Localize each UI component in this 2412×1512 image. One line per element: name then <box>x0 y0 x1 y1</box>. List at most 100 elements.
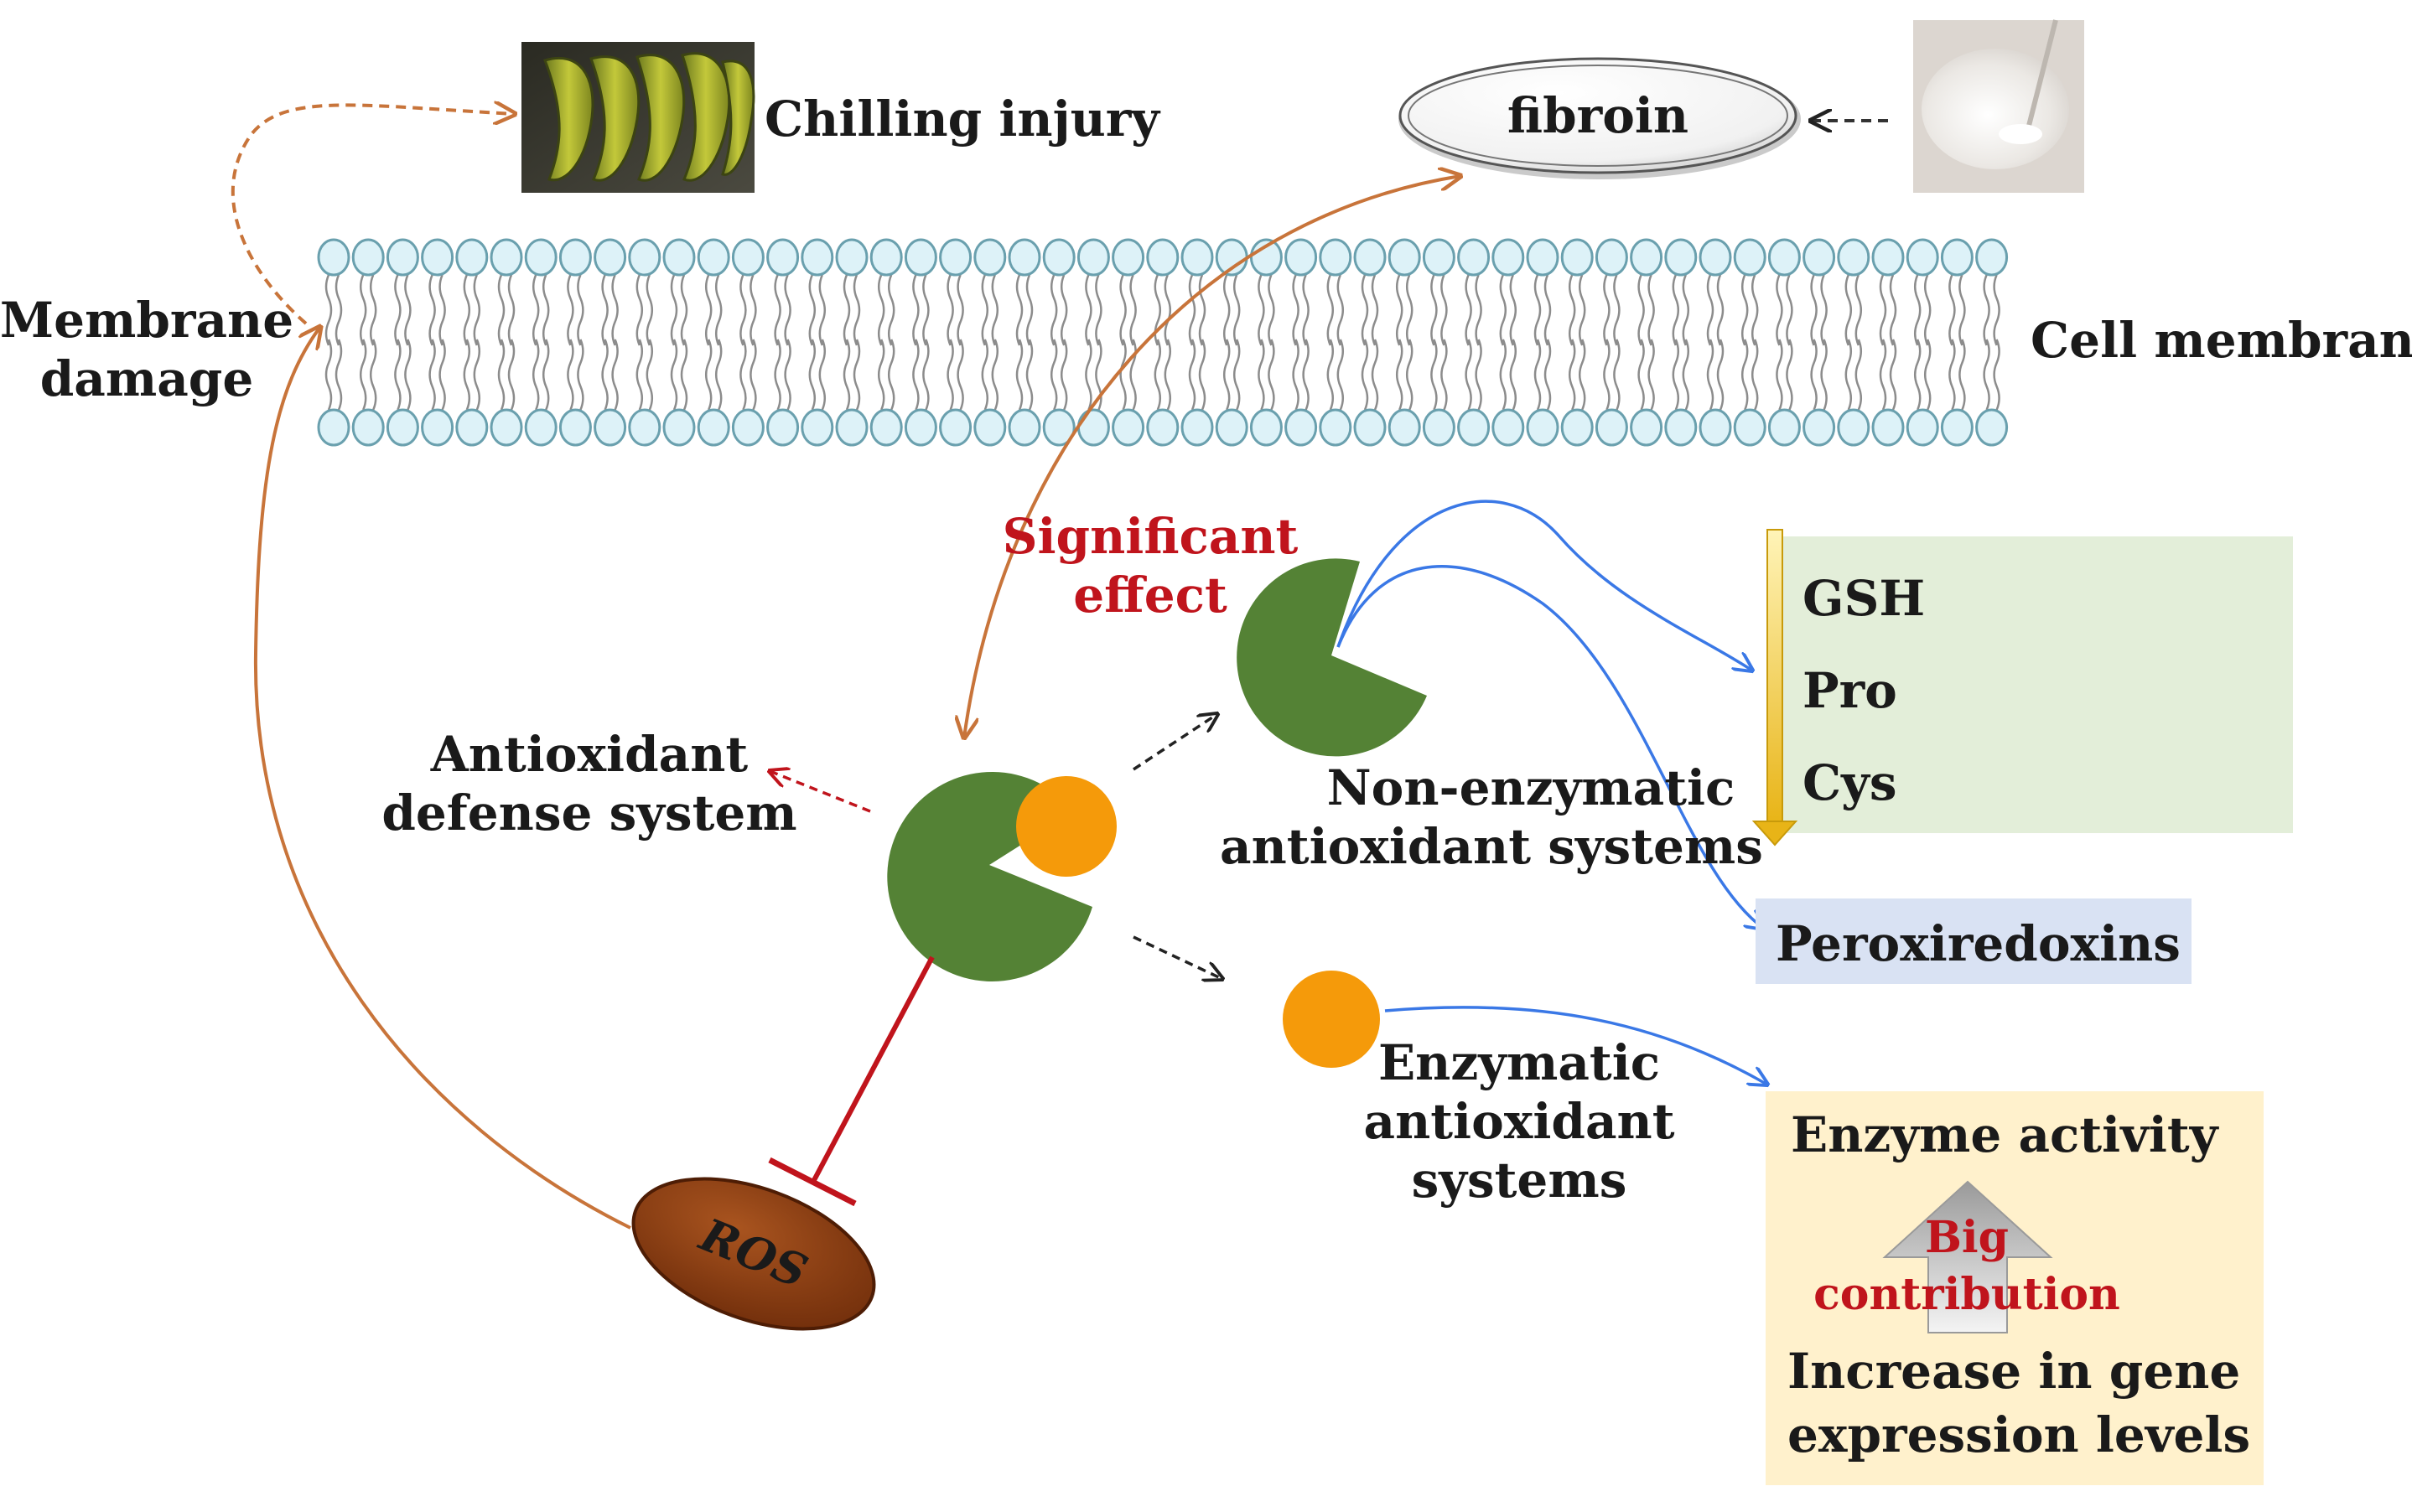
lipid-tail <box>404 274 412 411</box>
non-enzymatic-item-pro: Pro <box>1803 662 1897 719</box>
lipid-head <box>697 408 730 447</box>
lipid-tail <box>577 274 584 411</box>
lipid-head <box>1388 408 1421 447</box>
lipid-tail <box>784 274 791 411</box>
non-enzymatic-item-cys: Cys <box>1803 754 1897 811</box>
lipid-tail <box>1440 274 1448 411</box>
lipid-tail <box>991 274 999 411</box>
lipid-tail <box>1119 274 1127 411</box>
banana-photo <box>521 42 755 193</box>
lipid-head <box>490 238 523 277</box>
lipid-head <box>869 238 903 277</box>
lipid-tail <box>438 274 446 411</box>
lipid-tail <box>1889 274 1897 411</box>
lipid-tail <box>1475 274 1482 411</box>
lipid-head <box>662 408 696 447</box>
lipid-tail <box>369 274 377 411</box>
lipid-head <box>1871 408 1905 447</box>
lipid-head <box>421 408 454 447</box>
antioxidant-defense-label-line2: defense system <box>381 784 796 841</box>
lipid-tail <box>1740 274 1749 411</box>
lipid-head <box>731 408 765 447</box>
lipid-head <box>1146 238 1180 277</box>
lipid-tail <box>1672 274 1680 411</box>
lipid-head <box>1733 238 1766 277</box>
peroxiredoxins-label: Peroxiredoxins <box>1776 915 2181 972</box>
lipid-head <box>801 238 834 277</box>
lipid-tail <box>1430 274 1438 411</box>
lipid-tail <box>335 274 343 411</box>
non-enzymatic-enzyme-icon <box>1237 558 1427 757</box>
lipid-head <box>1284 408 1318 447</box>
lipid-tail <box>1395 274 1403 411</box>
lipid-tail <box>473 274 481 411</box>
lipid-head <box>1664 408 1698 447</box>
lipid-head <box>1767 408 1801 447</box>
fibroin-to-antioxidant-arrow <box>964 176 1460 738</box>
lipid-tail <box>704 274 713 411</box>
gene-expression-label-line2: expression levels <box>1787 1406 2250 1463</box>
lipid-tail <box>646 274 654 411</box>
enzyme-activity-label: Enzyme activity <box>1791 1106 2220 1163</box>
lipid-head <box>1491 238 1525 277</box>
lipid-head <box>1630 238 1663 277</box>
peroxiredoxins-box <box>1756 898 2192 984</box>
lipid-head <box>1630 408 1663 447</box>
lipid-head <box>1457 238 1491 277</box>
lipid-head <box>973 408 1007 447</box>
lipid-head <box>801 408 834 447</box>
lipid-tail <box>1568 274 1576 411</box>
lipid-head <box>1008 408 1041 447</box>
lipid-tail <box>1222 274 1231 411</box>
lipid-tail <box>1060 274 1068 411</box>
lipid-tail <box>1164 274 1172 411</box>
lipid-head <box>1112 238 1145 277</box>
lipid-head <box>1699 408 1732 447</box>
lipid-head <box>1871 238 1905 277</box>
lipid-head <box>1975 408 2009 447</box>
enzyme-substrate-complex <box>887 771 1117 981</box>
lipid-tail <box>1326 274 1335 411</box>
lipid-head <box>558 238 592 277</box>
lipid-tail <box>853 274 861 411</box>
lipid-head <box>1146 408 1180 447</box>
lipid-head <box>939 238 973 277</box>
lipid-head <box>1180 238 1214 277</box>
lipid-head <box>1560 238 1594 277</box>
lipid-tail <box>1154 274 1162 411</box>
lipid-tail <box>1095 274 1102 411</box>
lipid-tail <box>1983 274 1990 411</box>
gene-expression-up-arrow <box>1882 1180 2053 1333</box>
fibroin-node <box>1398 57 1801 179</box>
fibroin-label: fibroin <box>1507 87 1688 144</box>
lipid-tail <box>1706 274 1714 411</box>
non-enzymatic-item-gsh: GSH <box>1803 570 1925 627</box>
lipid-tail <box>912 274 920 411</box>
enzymatic-substrate-icon <box>1283 971 1380 1068</box>
lipid-tail <box>981 274 989 411</box>
lipid-tail <box>1578 274 1586 411</box>
lipid-head <box>351 238 385 277</box>
lipid-head <box>628 238 661 277</box>
ros-to-membrane-damage-arrow <box>253 327 631 1230</box>
gene-expression-label-line1: Increase in gene <box>1787 1343 2240 1400</box>
lipid-head <box>835 238 869 277</box>
lipid-head <box>904 408 937 447</box>
lipid-head <box>835 408 869 447</box>
lipid-tail <box>1844 274 1853 411</box>
lipid-tail <box>1232 274 1241 411</box>
lipid-tail <box>1820 274 1828 411</box>
lipid-tail <box>1015 274 1024 411</box>
lipid-head <box>1042 238 1076 277</box>
lipid-tail <box>1958 274 1966 411</box>
lipid-tail <box>887 274 895 411</box>
lipid-tail <box>1509 274 1517 411</box>
lipid-tail <box>1085 274 1092 411</box>
lipid-tail <box>1613 274 1621 411</box>
membrane-damage-label-line1: Membrane <box>0 292 293 349</box>
lipid-tail <box>1533 274 1542 411</box>
lipid-head <box>1457 408 1491 447</box>
complex-to-antioxidant-defense-arrow <box>770 771 871 813</box>
lipid-head <box>1837 408 1870 447</box>
